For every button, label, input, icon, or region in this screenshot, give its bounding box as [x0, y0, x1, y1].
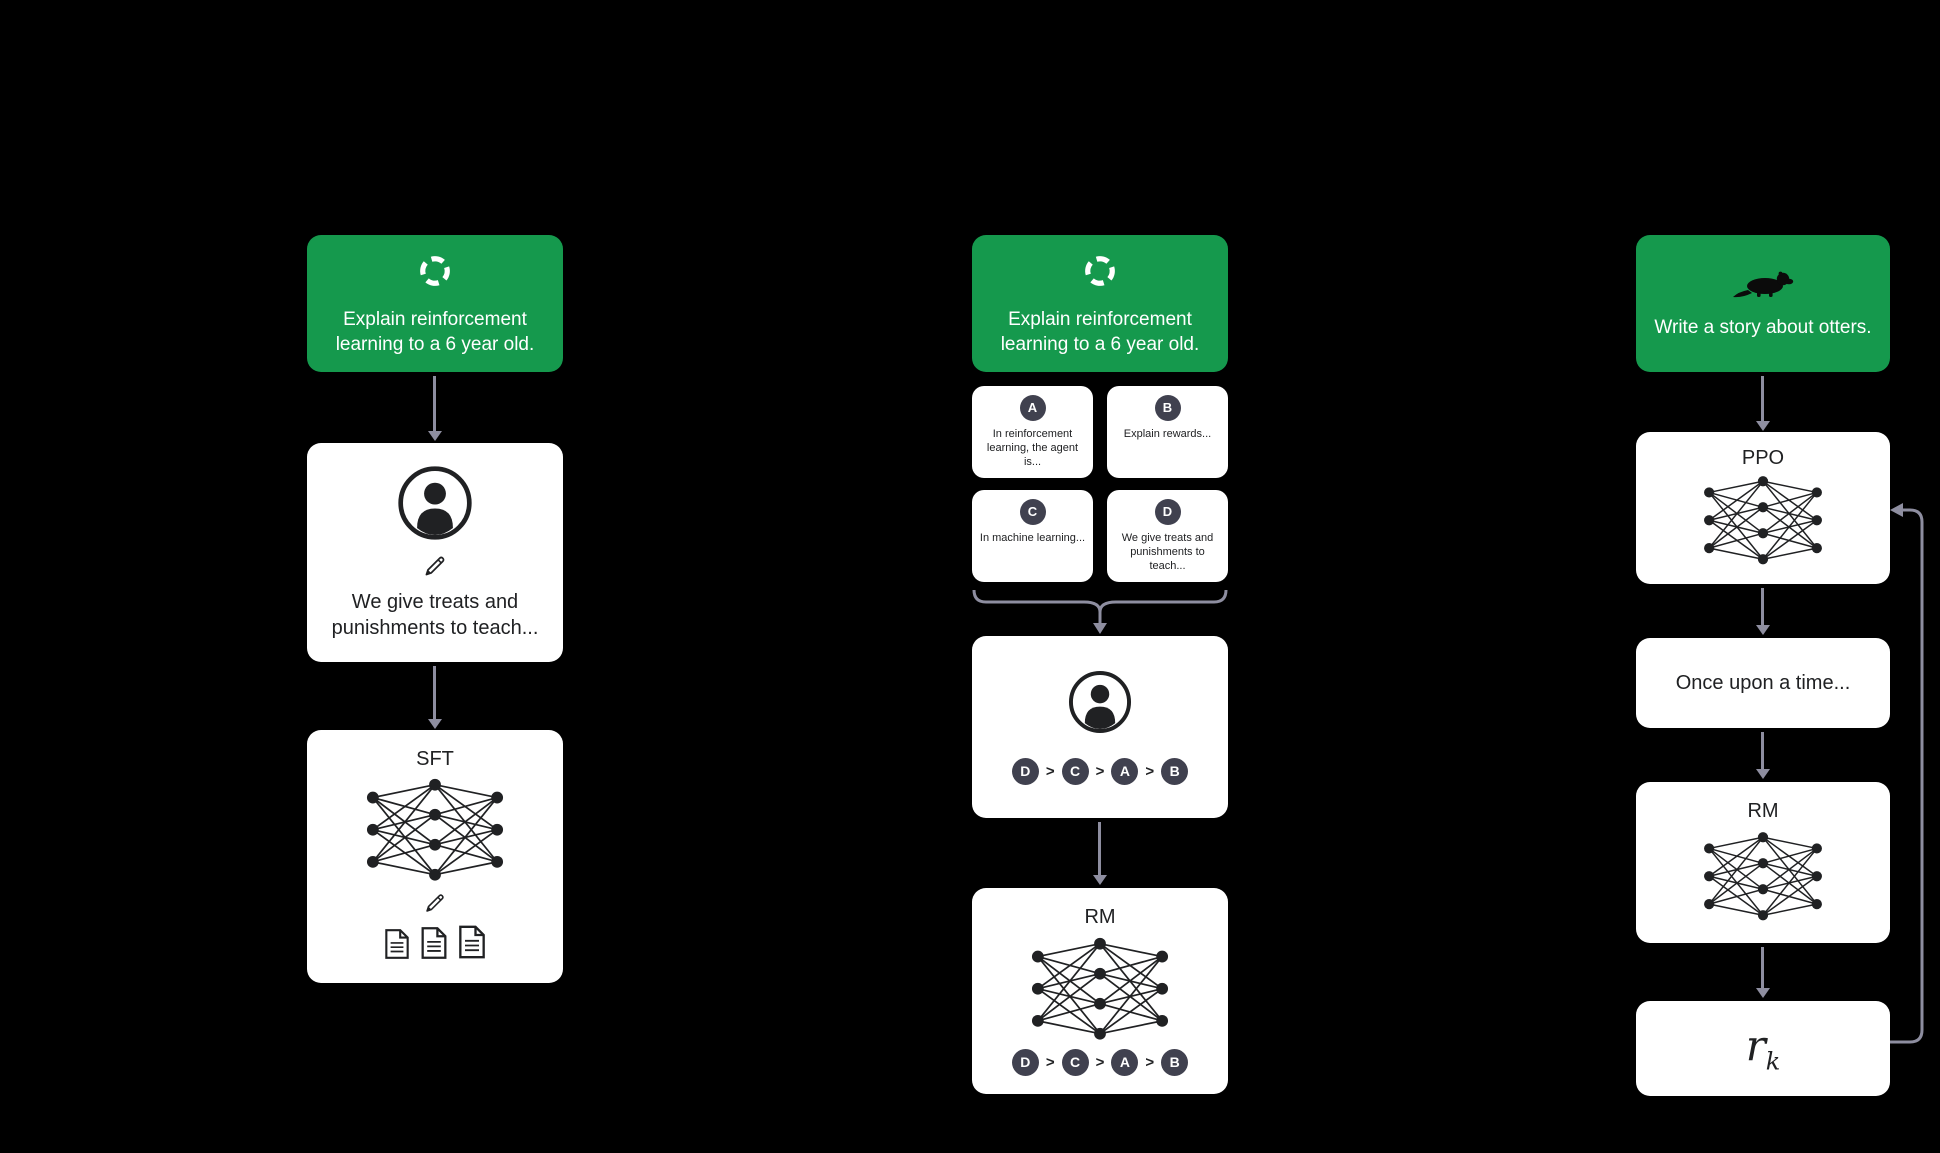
rank-separator: > — [1095, 1053, 1105, 1071]
step3-output-box: Once upon a time... — [1636, 638, 1890, 728]
answer-badge: B — [1154, 395, 1181, 421]
rank-chip: B — [1161, 1048, 1189, 1076]
reward-value: rk — [1745, 1021, 1781, 1076]
pencil-icon — [422, 890, 448, 921]
answer-text: We give treats and punishments to teach.… — [1121, 532, 1214, 573]
answer-option-b: B Explain rewards... — [1107, 386, 1228, 478]
step1-prompt-box: Explain reinforcement learning to a 6 ye… — [307, 235, 563, 372]
rank-chip: A — [1111, 757, 1139, 785]
rank-separator: > — [1045, 762, 1055, 780]
answer-option-d: D We give treats and punishments to teac… — [1107, 490, 1228, 582]
arrow-down — [1761, 947, 1764, 989]
neural-network-icon — [360, 774, 510, 885]
step3-ppo-box: PPO — [1636, 432, 1890, 584]
rank-chip: A — [1111, 1048, 1139, 1076]
cycle-icon — [414, 250, 456, 297]
document-icon — [458, 924, 486, 965]
neural-network-icon — [1698, 472, 1828, 569]
step3-prompt-box: Write a story about otters. — [1636, 235, 1890, 372]
answer-text: In machine learning... — [979, 532, 1086, 544]
arrow-down — [1098, 822, 1101, 876]
step1-prompt-text: Explain reinforcement learning to a 6 ye… — [335, 308, 535, 355]
ppo-label: PPO — [1741, 447, 1785, 470]
feedback-loop-arrow — [1886, 496, 1932, 1056]
rank-separator: > — [1145, 762, 1155, 780]
rank-chip: D — [1011, 757, 1039, 785]
document-icon — [384, 928, 410, 965]
answer-text: In reinforcement learning, the agent is.… — [986, 428, 1079, 469]
neural-network-icon — [1025, 933, 1175, 1044]
arrow-down — [433, 376, 436, 432]
step3-prompt-text: Write a story about otters. — [1654, 317, 1872, 339]
step1-labeler-text: We give treats and punishments to teach.… — [331, 591, 539, 640]
rm-label: RM — [1084, 906, 1116, 929]
answer-option-a: A In reinforcement learning, the agent i… — [972, 386, 1093, 478]
rank-chip: D — [1011, 1048, 1039, 1076]
step3-reward-box: rk — [1636, 1001, 1890, 1096]
otter-icon — [1731, 266, 1795, 305]
answer-badge: A — [1019, 395, 1046, 421]
brace-and-arrow — [972, 588, 1228, 636]
rm-label: RM — [1747, 800, 1779, 823]
sft-label: SFT — [416, 747, 454, 770]
step2-ranking-box: D > C > A > B — [972, 636, 1228, 818]
answer-text: Explain rewards... — [1123, 428, 1212, 440]
person-icon — [396, 464, 474, 547]
arrow-down — [1761, 732, 1764, 770]
cycle-icon — [1079, 250, 1121, 297]
step2-prompt-text: Explain reinforcement learning to a 6 ye… — [1000, 308, 1200, 355]
answer-badge: C — [1019, 499, 1046, 525]
ranking-sequence: D > C > A > B — [1011, 757, 1189, 785]
answer-option-c: C In machine learning... — [972, 490, 1093, 582]
step2-prompt-box: Explain reinforcement learning to a 6 ye… — [972, 235, 1228, 372]
rank-chip: C — [1061, 1048, 1089, 1076]
arrow-down — [1761, 588, 1764, 626]
step1-sft-box: SFT — [307, 730, 563, 983]
neural-network-icon — [1698, 828, 1828, 925]
rank-separator: > — [1095, 762, 1105, 780]
rank-chip: C — [1061, 757, 1089, 785]
documents-row — [384, 924, 486, 965]
rank-separator: > — [1145, 1053, 1155, 1071]
ranking-sequence: D > C > A > B — [1011, 1048, 1189, 1076]
step3-output-text: Once upon a time... — [1675, 672, 1851, 694]
person-icon — [1067, 669, 1133, 740]
step3-rm-box: RM — [1636, 782, 1890, 943]
step2-rm-box: RM D > C > A > B — [972, 888, 1228, 1094]
step1-labeler-box: We give treats and punishments to teach.… — [307, 443, 563, 662]
rank-chip: B — [1161, 757, 1189, 785]
arrow-down — [1761, 376, 1764, 422]
document-icon — [420, 926, 448, 965]
rank-separator: > — [1045, 1053, 1055, 1071]
answer-badge: D — [1154, 499, 1181, 525]
arrow-down — [433, 666, 436, 720]
pencil-icon — [421, 552, 449, 585]
